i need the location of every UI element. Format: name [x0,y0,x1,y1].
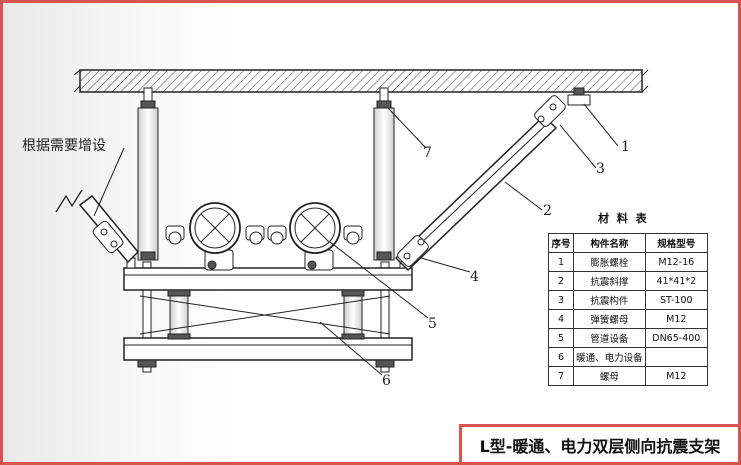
bom-cell-name: 抗震构件 [573,290,646,310]
bom-cell-name: 弹簧螺母 [573,309,646,329]
callout-7: 7 [423,145,432,161]
bom-table: 序号 构件名称 规格型号 1 膨胀螺栓 M12-16 2 抗震斜撑 41*41*… [547,233,709,386]
table-row: 1 膨胀螺栓 M12-16 [547,252,709,272]
pipe-clamp-right [267,202,363,271]
bom-cell-no: 7 [547,366,575,386]
bom-cell-spec: M12 [644,366,709,386]
bom-cell-spec: ST-100 [644,290,709,310]
table-row: 3 抗震构件 ST-100 [547,290,709,310]
bom-cell-name: 抗震斜撑 [573,271,646,291]
bom-cell-spec: DN65-400 [644,328,709,348]
hanger-rods [137,87,395,373]
bom-cell-name: 膨胀螺栓 [573,252,646,272]
lower-beam [123,337,413,368]
callout-2: 2 [543,203,552,219]
bom-title: 材 料 表 [598,212,649,225]
table-row: 7 螺母 M12 [547,366,709,386]
bom-cell-name: 螺母 [573,366,646,386]
bom-header-no: 序号 [547,233,575,253]
ceiling-slab [73,69,649,93]
bom-header-name: 构件名称 [573,233,646,253]
bom-cell-name: 管道设备 [573,328,646,348]
note-text: 根据需要增设 [22,138,106,154]
bom-cell-spec: M12 [644,309,709,329]
bom-cell-no: 5 [547,328,575,348]
bom-cell-spec [644,347,709,367]
pipe-clamp-left [165,202,265,271]
bom-cell-no: 4 [547,309,575,329]
callout-5: 5 [428,316,437,332]
upper-beam [123,257,413,291]
callout-6: 6 [382,373,391,389]
caption-text: L型-暖通、电力双层侧向抗震支架 [479,436,721,456]
lower-sleeves [167,289,365,340]
table-row: 6 暖通、电力设备 [547,347,709,367]
bom-cell-no: 3 [547,290,575,310]
bom-cell-name: 暖通、电力设备 [573,347,646,367]
lower-equipment [139,295,391,335]
callout-3: 3 [596,161,605,177]
bom-header-row: 序号 构件名称 规格型号 [547,233,709,253]
bom-cell-no: 2 [547,271,575,291]
bom-cell-spec: M12-16 [644,252,709,272]
bom-cell-no: 1 [547,252,575,272]
callout-1: 1 [621,139,630,155]
table-row: 2 抗震斜撑 41*41*2 [547,271,709,291]
bom-header-spec: 规格型号 [644,233,709,253]
bom-cell-spec: 41*41*2 [644,271,709,291]
left-optional-brace [55,189,140,264]
caption-box: L型-暖通、电力双层侧向抗震支架 [459,424,738,462]
right-diagonal-brace [394,87,591,272]
callout-leaders [93,103,619,376]
callout-4: 4 [470,269,479,285]
table-row: 4 弹簧螺母 M12 [547,309,709,329]
bom-cell-no: 6 [547,347,575,367]
table-row: 5 管道设备 DN65-400 [547,328,709,348]
